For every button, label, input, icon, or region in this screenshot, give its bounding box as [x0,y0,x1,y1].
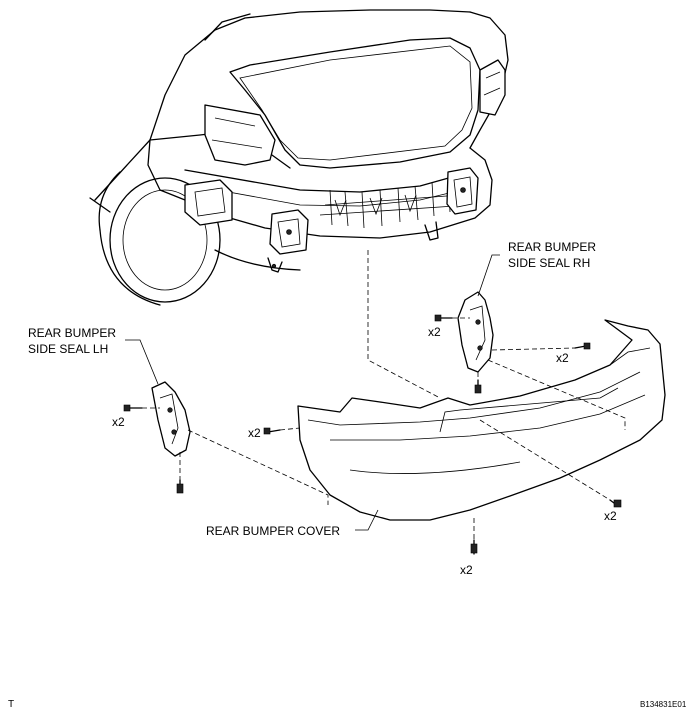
qty-cover-right-screw: x2 [604,509,617,523]
qty-cover-left-screw: x2 [248,426,261,440]
label-side-seal-rh-line2: SIDE SEAL RH [508,256,590,270]
label-side-seal-rh-line1: REAR BUMPER [508,240,596,254]
footer-left-mark: T [8,699,14,710]
alignment-lines [142,250,626,540]
rear-bumper-cover-part [297,319,666,521]
qty-rh-cover-screw: x2 [556,351,569,365]
label-side-seal-lh-line1: REAR BUMPER [28,326,116,340]
side-seal-rh-part [434,291,591,394]
qty-rh-seal-screw: x2 [428,325,441,339]
label-side-seal-lh-line2: SIDE SEAL LH [28,342,108,356]
vehicle-rear-body [89,9,509,306]
side-seal-lh-part [123,381,191,494]
figure-id: B134831E01 [640,700,687,709]
qty-lh-seal-screw: x2 [112,415,125,429]
qty-cover-bottom-screw: x2 [460,563,473,577]
label-bumper-cover: REAR BUMPER COVER [206,524,340,538]
leader-lines [125,254,500,531]
cover-screws [263,427,622,555]
